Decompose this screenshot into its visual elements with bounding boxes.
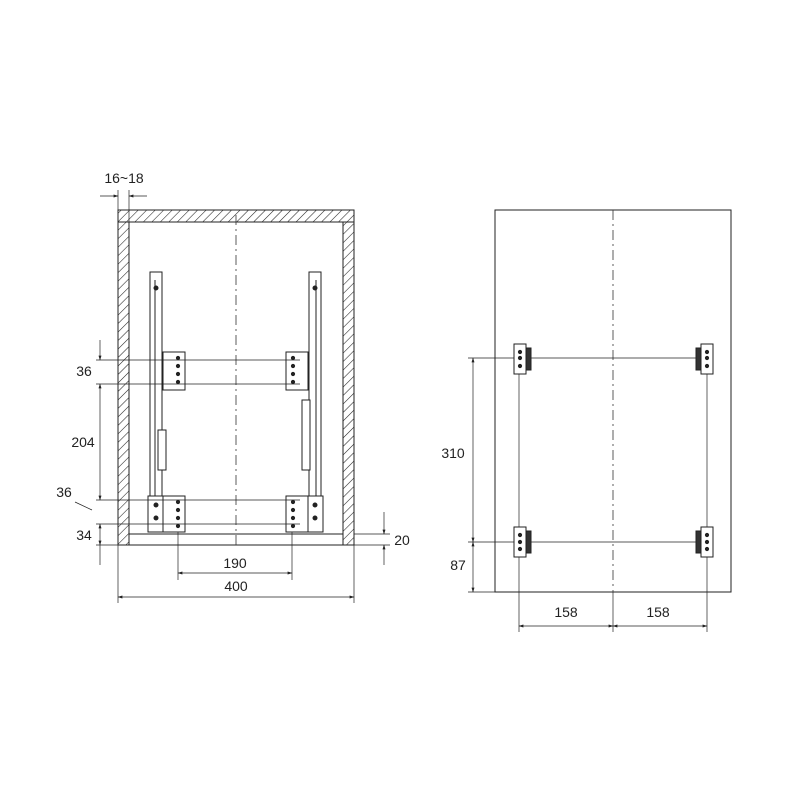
left-rail: [147, 271, 186, 533]
front-view: 16~18 36 204 36 34 20 190 400: [56, 170, 410, 603]
door-fittings: [513, 343, 714, 558]
door-dimensions: [468, 357, 708, 632]
dim-door-left-offset: 158: [554, 604, 578, 620]
dim-door-right-offset: 158: [646, 604, 670, 620]
door-reference-lines: [468, 357, 708, 632]
dim-bottom-offset: 34: [76, 527, 92, 543]
door-view: 310 87 158 158: [441, 209, 732, 632]
dim-cabinet-width: 400: [224, 578, 248, 594]
dim-panel-thickness: 16~18: [104, 170, 144, 186]
dim-bracket-spacing-upper: 36: [76, 363, 92, 379]
dim-door-bottom-offset: 87: [450, 557, 466, 573]
dim-rail-floor-offset: 20: [394, 532, 410, 548]
vertical-dimension-chain: [74, 340, 102, 565]
dim-vertical-spacing: 204: [71, 434, 95, 450]
dim-door-vertical-spacing: 310: [441, 445, 465, 461]
panel-thickness-dimension: [100, 190, 147, 222]
horizontal-dimensions: [117, 532, 355, 603]
right-rail: [285, 271, 324, 533]
dim-rail-spacing: 190: [223, 555, 247, 571]
dim-bracket-spacing-lower: 36: [56, 484, 72, 500]
